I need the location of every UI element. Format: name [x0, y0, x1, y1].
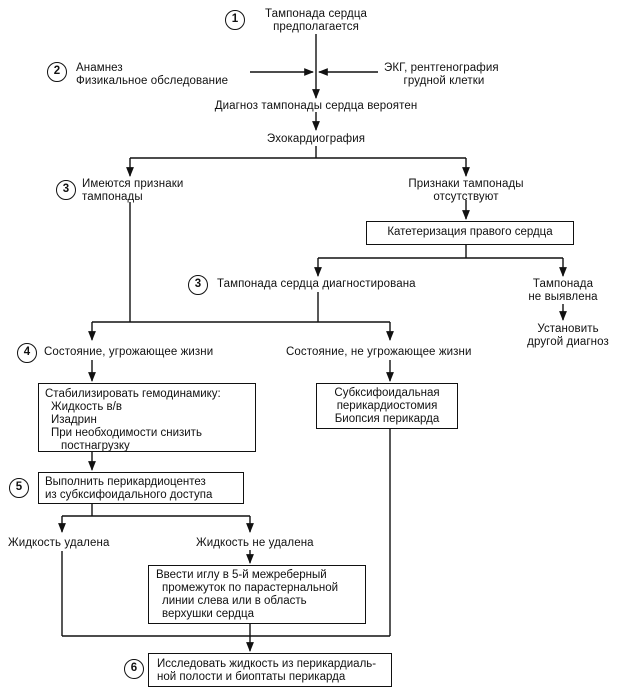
node-subxiphoid-line-3: Биопсия перикарда: [334, 413, 440, 425]
step-number-3b: 3: [188, 275, 208, 295]
node-subxiphoid-line-1: Субксифоидальная: [334, 387, 440, 399]
node-history-line-1: Анамнез: [76, 62, 123, 74]
node-pericardiocentesis-line-1: Выполнить перикардиоцентез: [45, 476, 206, 488]
step-number-3a: 3: [56, 180, 76, 200]
node-start-line-1: Тампонада сердца: [264, 8, 368, 20]
node-needle-line-3: линии слева или в область: [162, 595, 307, 607]
node-signs-absent: Признаки тампонады отсутствуют: [400, 178, 532, 204]
node-stabilize-line-5: постнагрузку: [61, 440, 130, 452]
node-needle: Ввести иглу в 5-й межреберный промежуток…: [148, 565, 366, 624]
node-stabilize-line-1: Стабилизировать гемодинамику:: [45, 388, 221, 400]
step-number-6: 6: [124, 659, 144, 679]
node-probable: Диагноз тампонады сердца вероятен: [214, 100, 418, 112]
node-fluid-not-removed: Жидкость не удалена: [196, 537, 314, 549]
node-diagnosed: Тампонада сердца диагностирована: [217, 278, 416, 290]
node-needle-line-2: промежуток по парастернальной: [162, 582, 339, 594]
node-start: Тампонада сердца предполагается: [246, 8, 386, 34]
step-number-4: 4: [17, 343, 37, 363]
node-no-threat: Состояние, не угрожающее жизни: [286, 346, 472, 358]
node-history-line-2: Физикальное обследование: [76, 75, 229, 87]
node-stabilize-line-3: Изадрин: [51, 414, 97, 426]
node-other-dx-line-1: Установить: [537, 323, 599, 335]
node-signs-absent-line-2: отсутствуют: [433, 191, 499, 203]
node-history: Анамнез Физикальное обследование: [76, 62, 228, 88]
step-number-1: 1: [225, 10, 245, 30]
node-other-dx-line-2: другой диагноз: [527, 336, 609, 348]
node-pericardiocentesis-line-2: из субксифоидального доступа: [45, 489, 213, 501]
node-stabilize: Стабилизировать гемодинамику: Жидкость в…: [38, 383, 256, 452]
node-catheter-label: Катетеризация правого сердца: [387, 226, 553, 238]
node-stabilize-line-4: При необходимости снизить: [51, 427, 202, 439]
node-start-line-2: предполагается: [273, 21, 359, 33]
node-not-found-line-1: Тампонада: [532, 278, 594, 290]
node-fluid-removed: Жидкость удалена: [8, 537, 110, 549]
node-pericardiocentesis: Выполнить перикардиоцентез из субксифоид…: [38, 472, 244, 504]
step-number-2: 2: [47, 62, 67, 82]
node-stabilize-line-2: Жидкость в/в: [51, 401, 122, 413]
node-life-threat: Состояние, угрожающее жизни: [44, 346, 214, 358]
node-subxiphoid-line-2: перикардиостомия: [336, 400, 438, 412]
node-signs-present-line-2: тампонады: [82, 191, 143, 203]
node-needle-line-1: Ввести иглу в 5-й межреберный: [156, 569, 327, 581]
step-number-5: 5: [9, 478, 29, 498]
node-investigate: Исследовать жидкость из перикардиаль- но…: [148, 653, 392, 687]
node-signs-present: Имеются признаки тампонады: [82, 178, 183, 204]
node-not-found-line-2: не выявлена: [528, 291, 598, 303]
node-investigate-line-1: Исследовать жидкость из перикардиаль-: [157, 658, 377, 670]
node-ecg-line-2: грудной клетки: [403, 75, 485, 87]
node-ecg-line-1: ЭКГ, рентгенография: [384, 62, 499, 74]
node-needle-line-4: верхушки сердца: [162, 608, 254, 620]
node-catheter: Катетеризация правого сердца: [366, 221, 574, 245]
node-investigate-line-2: ной полости и биоптаты перикарда: [157, 671, 346, 683]
node-ecg: ЭКГ, рентгенография грудной клетки: [384, 62, 504, 88]
node-echo: Эхокардиография: [266, 133, 366, 145]
node-not-found: Тампонада не выявлена: [523, 278, 603, 304]
node-subxiphoid: Субксифоидальная перикардиостомия Биопси…: [316, 383, 458, 429]
node-other-dx: Установить другой диагноз: [516, 323, 620, 349]
node-signs-absent-line-1: Признаки тампонады: [408, 178, 524, 190]
node-signs-present-line-1: Имеются признаки: [82, 178, 184, 190]
